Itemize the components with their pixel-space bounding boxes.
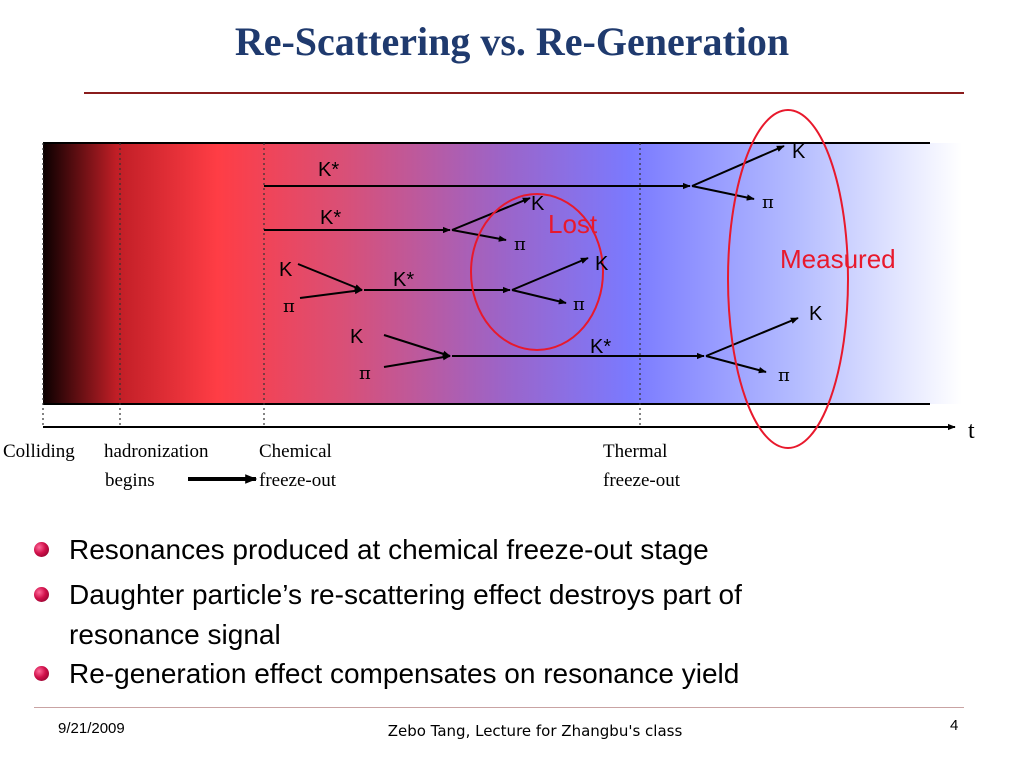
- decay-pi-track-1: [691, 185, 755, 201]
- decay-k-track-2: [451, 197, 531, 231]
- pi-label-4: π: [573, 294, 585, 315]
- kstar-label-2: K*: [320, 207, 341, 229]
- stage-chemical-line1: Chemical: [259, 441, 332, 462]
- stage-chemical-line2: freeze-out: [259, 470, 337, 491]
- decay-k-track-1: [691, 145, 785, 187]
- decay-k-track-3: [511, 257, 589, 291]
- decay-k-track-4: [705, 317, 799, 357]
- k-label-5: K: [350, 326, 364, 348]
- kstar-label-1: K*: [318, 159, 339, 181]
- stage-hadronization-line1: hadronization: [104, 441, 209, 462]
- bullet-text: Daughter particle’s re-scattering effect…: [69, 575, 742, 655]
- time-axis-label: t: [968, 418, 975, 444]
- pi-incoming-track-4: [383, 354, 451, 368]
- bullet-dot-icon: [34, 542, 49, 557]
- bullet-dot-icon: [34, 587, 49, 602]
- measured-region-ellipse: [727, 109, 849, 449]
- pi-label-2: π: [514, 234, 526, 255]
- k-label-6: K: [809, 303, 823, 325]
- k-label-1: K: [792, 141, 806, 163]
- stage-hadronization-line2: begins: [105, 470, 155, 491]
- bullet-item: Re-generation effect compensates on reso…: [34, 654, 739, 694]
- pi-incoming-track-3: [299, 287, 363, 299]
- k-incoming-track-3: [297, 263, 363, 291]
- kstar-label-4: K*: [590, 336, 611, 358]
- stage-colliding: Colliding: [3, 441, 75, 462]
- title-divider: [84, 92, 964, 94]
- pi-label-6: π: [778, 365, 790, 386]
- k-label-4: K: [595, 253, 609, 275]
- bullet-item: Resonances produced at chemical freeze-o…: [34, 530, 709, 570]
- bullet-text-line: Daughter particle’s re-scattering effect…: [69, 579, 742, 610]
- lost-region-ellipse: [470, 193, 604, 351]
- footer-presenter: Zebo Tang, Lecture for Zhangbu's class: [387, 722, 683, 740]
- page-number: 4: [950, 717, 959, 734]
- kstar-label-3: K*: [393, 269, 414, 291]
- footer-divider: [34, 707, 964, 708]
- k-label-2: K: [531, 193, 545, 215]
- k-label-3: K: [279, 259, 293, 281]
- decay-pi-track-3: [511, 289, 567, 305]
- bullet-text: Resonances produced at chemical freeze-o…: [69, 534, 709, 565]
- lost-label: Lost: [548, 209, 598, 239]
- stage-thermal-line2: freeze-out: [603, 470, 681, 491]
- pi-label-5: π: [359, 363, 371, 384]
- bullet-text: Re-generation effect compensates on reso…: [69, 658, 740, 689]
- resonance-timeline-diagram: t K* K* K* K* K K K K K K: [3, 109, 975, 491]
- measured-label: Measured: [780, 244, 896, 274]
- stage-thermal-line1: Thermal: [603, 441, 667, 462]
- footer-date: 9/21/2009: [58, 720, 125, 737]
- bullet-item: Daughter particle’s re-scattering effect…: [34, 575, 742, 655]
- k-incoming-track-4: [383, 334, 451, 357]
- pi-label-1: π: [762, 192, 774, 213]
- pi-label-3: π: [283, 296, 295, 317]
- bullet-text-line: resonance signal: [69, 619, 281, 650]
- slide-title: Re-Scattering vs. Re-Generation: [234, 19, 790, 64]
- bullet-dot-icon: [34, 666, 49, 681]
